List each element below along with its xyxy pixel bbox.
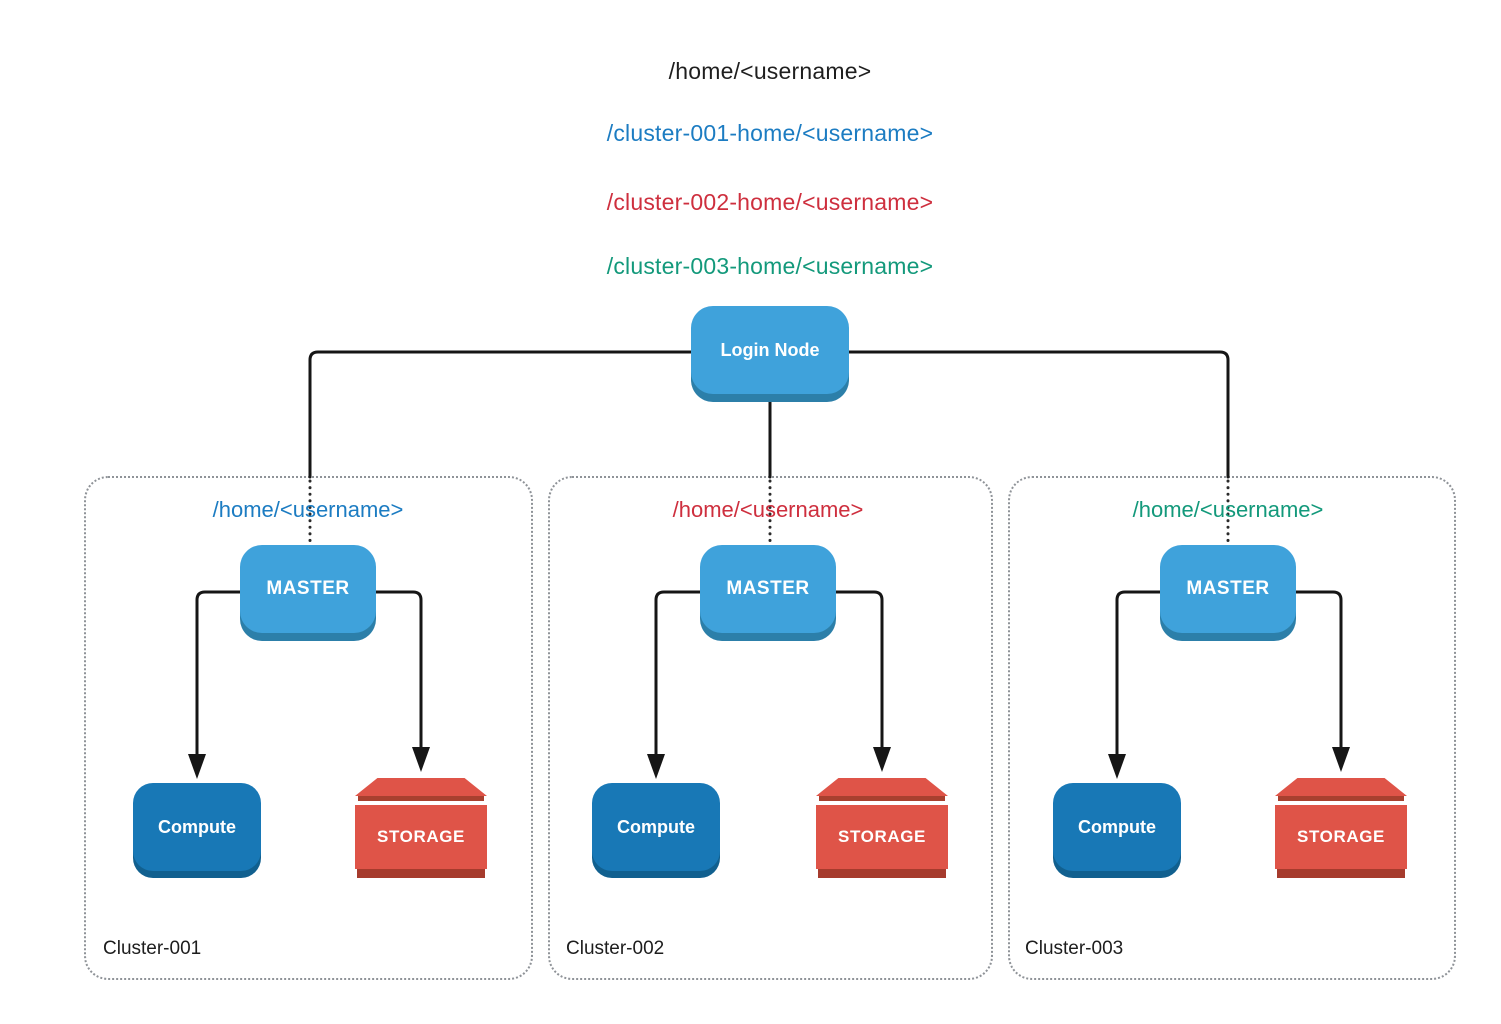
- storage-lid-edge: [1278, 796, 1404, 801]
- storage-base: [357, 869, 485, 878]
- cluster-001-master-node: MASTER: [240, 545, 376, 633]
- storage-body: STORAGE: [816, 805, 948, 869]
- cluster-001-home-path-label: /cluster-001-home/<username>: [606, 120, 934, 146]
- cluster-001-compute-node: Compute: [133, 783, 261, 871]
- cluster-001-home-label: /home/<username>: [212, 497, 404, 522]
- cluster-003-storage-node: STORAGE: [1275, 778, 1407, 878]
- storage-base: [1277, 869, 1405, 878]
- cluster-003-home-label: /home/<username>: [1132, 497, 1324, 522]
- cluster-003-name-label: Cluster-003: [1025, 938, 1124, 959]
- cluster-003-container: [1008, 476, 1456, 980]
- storage-lid: [816, 778, 948, 796]
- cluster-001-name-label: Cluster-001: [103, 938, 202, 959]
- cluster-003-master-node: MASTER: [1160, 545, 1296, 633]
- cluster-1-branches: [195, 590, 423, 759]
- cluster-2-branches: [654, 590, 884, 759]
- storage-body: STORAGE: [355, 805, 487, 869]
- cluster-002-compute-node: Compute: [592, 783, 720, 871]
- cluster-003-compute-node: Compute: [1053, 783, 1181, 871]
- cluster-002-master-node: MASTER: [700, 545, 836, 633]
- root-home-path-label: /home/<username>: [668, 58, 872, 84]
- storage-lid-edge: [819, 796, 945, 801]
- cluster-002-name-label: Cluster-002: [566, 938, 665, 959]
- storage-lid-edge: [358, 796, 484, 801]
- cluster-002-home-path-label: /cluster-002-home/<username>: [606, 189, 934, 215]
- storage-body: STORAGE: [1275, 805, 1407, 869]
- cluster-002-storage-node: STORAGE: [816, 778, 948, 878]
- storage-base: [818, 869, 946, 878]
- cluster-003-home-path-label: /cluster-003-home/<username>: [606, 253, 934, 279]
- storage-lid: [1275, 778, 1407, 796]
- cluster-3-branches: [1115, 590, 1343, 759]
- cluster-002-home-label: /home/<username>: [672, 497, 864, 522]
- storage-lid: [355, 778, 487, 796]
- cluster-001-storage-node: STORAGE: [355, 778, 487, 878]
- trunk-lines: [308, 350, 1230, 479]
- arrowheads: [188, 747, 1350, 779]
- login-node-box: Login Node: [691, 306, 849, 394]
